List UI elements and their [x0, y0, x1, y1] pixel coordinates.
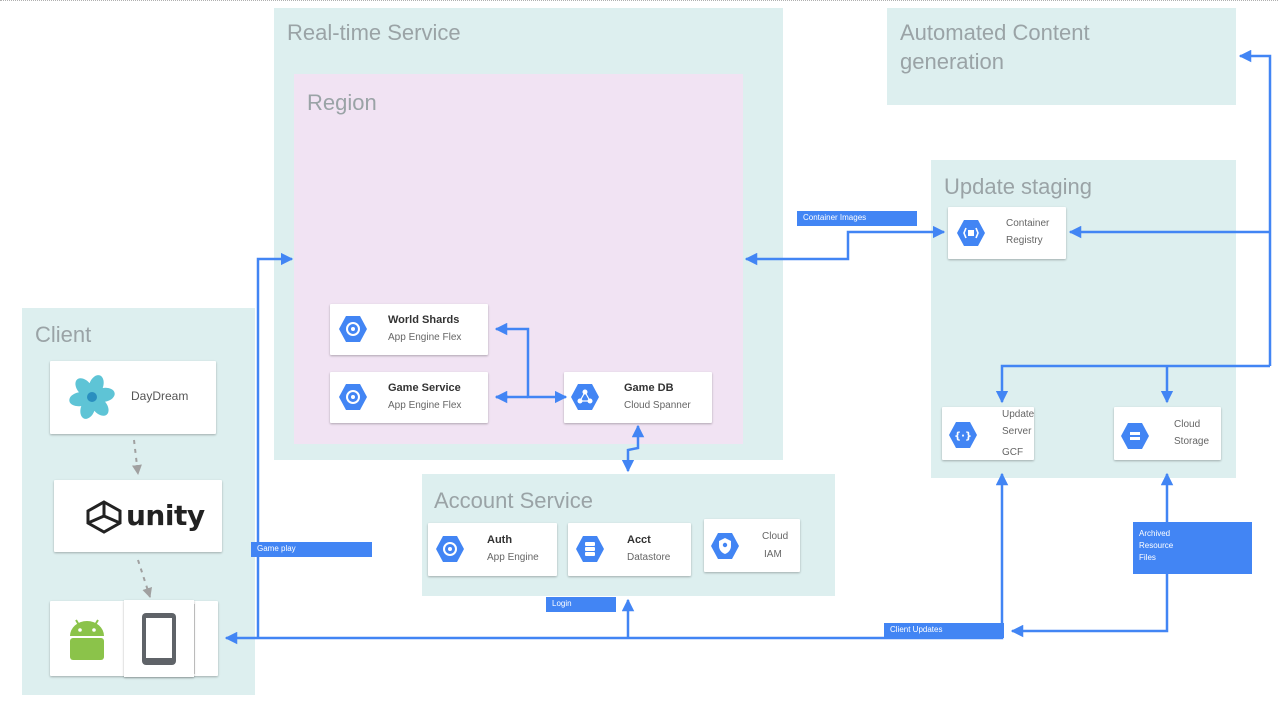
update-server-card[interactable]: {·} Update Server GCF: [942, 407, 1034, 460]
update-server-line3: GCF: [1002, 447, 1024, 458]
game-db-name: Game DB: [624, 382, 674, 394]
game-play-tag: Game play: [251, 542, 372, 557]
app-engine-icon: [338, 382, 368, 412]
archived-files-tag: Archived Resource Files: [1133, 522, 1252, 574]
android-icon: [70, 619, 104, 660]
world-shards-card[interactable]: World Shards App Engine Flex: [330, 304, 488, 355]
svg-text:{·}: {·}: [954, 431, 972, 442]
cloud-storage-icon: [1120, 421, 1150, 451]
update-server-line2: Server: [1002, 426, 1032, 437]
realtime-service-title: Real-time Service: [287, 20, 461, 45]
game-db-card[interactable]: Game DB Cloud Spanner: [564, 372, 712, 423]
client-title: Client: [35, 322, 92, 347]
cloud-spanner-icon: [570, 382, 600, 412]
unity-card[interactable]: unity: [54, 480, 222, 552]
container-images-tag: Container Images: [797, 211, 917, 226]
container-registry-card[interactable]: Container Registry: [948, 207, 1066, 259]
devices-divider: [194, 604, 195, 674]
login-tag: Login: [546, 597, 616, 612]
daydream-label: DayDream: [131, 389, 189, 403]
game-service-name: Game Service: [388, 382, 461, 394]
container-registry-line1: Container: [1006, 218, 1050, 229]
cloud-storage-card[interactable]: Cloud Storage: [1114, 407, 1221, 460]
cloud-storage-line2: Storage: [1174, 436, 1210, 447]
game-service-card[interactable]: Game Service App Engine Flex: [330, 372, 488, 423]
game-service-sub: App Engine Flex: [388, 400, 462, 411]
daydream-logo-icon: [69, 375, 115, 419]
world-shards-sub: App Engine Flex: [388, 332, 462, 343]
game-db-sub: Cloud Spanner: [624, 400, 691, 411]
cloud-storage-line1: Cloud: [1174, 419, 1201, 430]
update-staging-title: Update staging: [944, 174, 1092, 199]
container-registry-icon: [956, 218, 986, 248]
client-updates-tag: Client Updates: [884, 623, 1004, 638]
frame-border: [0, 0, 1278, 3]
world-shards-name: World Shards: [388, 314, 460, 326]
container-registry-line2: Registry: [1006, 235, 1043, 246]
tablet-icon: [142, 613, 176, 665]
app-engine-icon: [338, 314, 368, 344]
daydream-card[interactable]: DayDream: [50, 361, 216, 434]
unity-logo-icon: [86, 500, 122, 534]
update-server-line1: Update: [1002, 409, 1035, 420]
region-title: Region: [307, 90, 377, 115]
unity-label: unity: [126, 499, 205, 532]
automated-content-title: Automated Content generation: [900, 20, 1090, 74]
devices-card[interactable]: [50, 600, 218, 677]
automated-content-zone: Automated Content generation: [887, 8, 1236, 105]
cloud-functions-icon: {·}: [948, 420, 978, 450]
